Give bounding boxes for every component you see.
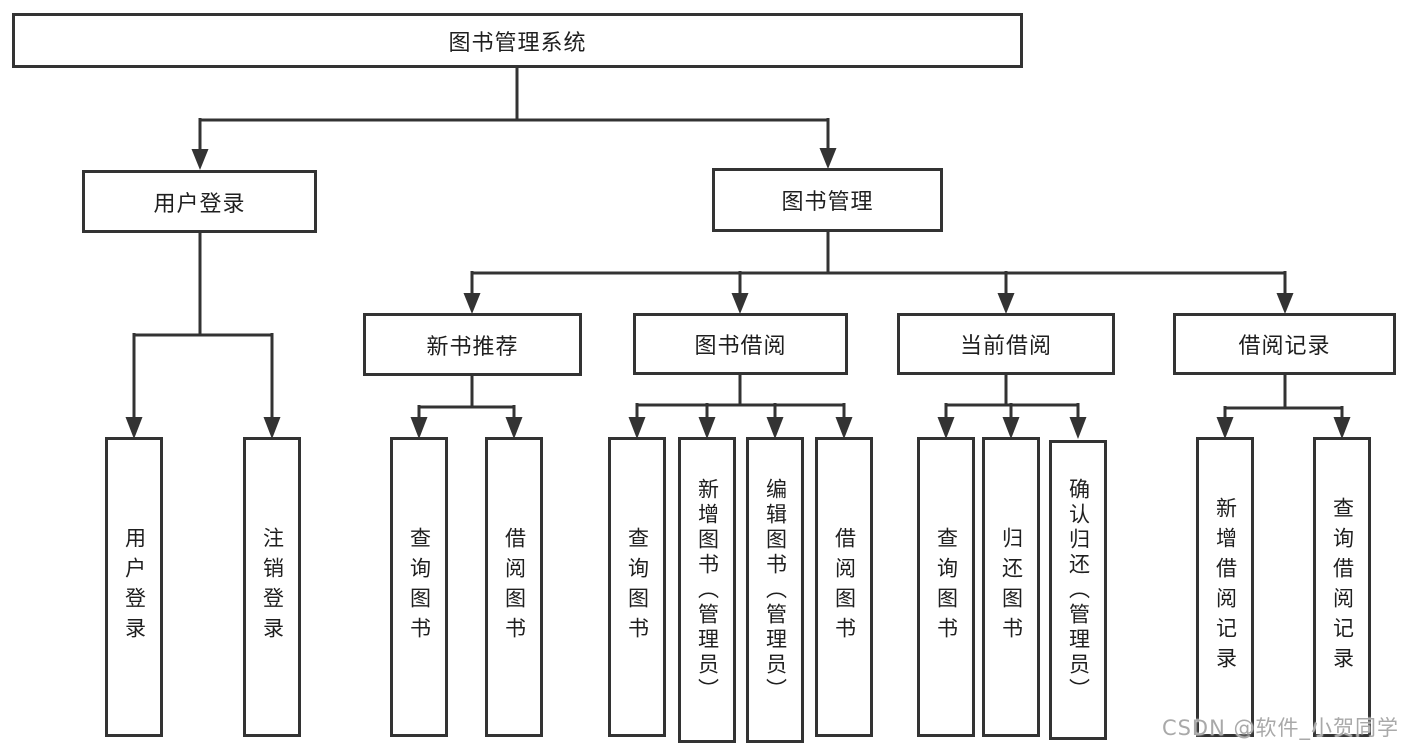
leaf-borrow-book-1: 借阅图书	[485, 437, 543, 737]
leaf-add-book-admin: 新增图书（管理员）	[678, 437, 736, 743]
node-user-login-label: 用户登录	[153, 191, 246, 217]
node-book-borrow-label: 图书借阅	[694, 334, 787, 359]
node-borrow-record: 借阅记录	[1173, 313, 1396, 375]
leaf-borrow-book-2: 借阅图书	[815, 437, 873, 737]
node-root: 图书管理系统	[12, 13, 1023, 68]
node-borrow-record-label: 借阅记录	[1238, 334, 1331, 359]
leaf-logout-label: 注销登录	[260, 527, 285, 647]
leaf-logout: 注销登录	[243, 437, 301, 737]
leaf-query-borrow-record: 查询借阅记录	[1313, 437, 1371, 737]
leaf-user-login: 用户登录	[105, 437, 163, 737]
leaf-user-login-label: 用户登录	[122, 527, 147, 647]
leaf-query-book-3: 查询图书	[917, 437, 975, 737]
node-root-label: 图书管理系统	[448, 30, 587, 56]
csdn-watermark: CSDN @软件_小贺同学	[1161, 716, 1399, 740]
leaf-query-book-1: 查询图书	[390, 437, 448, 737]
node-book-borrow: 图书借阅	[633, 313, 848, 375]
leaf-query-book-3-label: 查询图书	[934, 527, 959, 647]
node-new-book-recommend: 新书推荐	[363, 313, 582, 376]
leaf-query-book-1-label: 查询图书	[407, 527, 432, 647]
leaf-edit-book-admin-label: 编辑图书（管理员）	[763, 477, 788, 703]
node-current-borrow-label: 当前借阅	[959, 334, 1052, 359]
node-book-mgmt-label: 图书管理	[781, 190, 874, 215]
node-user-login: 用户登录	[82, 170, 317, 233]
leaf-edit-book-admin: 编辑图书（管理员）	[746, 437, 804, 743]
leaf-query-book-2: 查询图书	[608, 437, 666, 737]
leaf-confirm-return-admin: 确认归还（管理员）	[1049, 440, 1107, 740]
leaf-query-book-2-label: 查询图书	[625, 527, 650, 647]
leaf-query-borrow-record-label: 查询借阅记录	[1330, 497, 1355, 677]
node-current-borrow: 当前借阅	[897, 313, 1115, 375]
leaf-return-book: 归还图书	[982, 437, 1040, 737]
node-book-mgmt: 图书管理	[712, 168, 943, 232]
leaf-borrow-book-2-label: 借阅图书	[832, 527, 857, 647]
leaf-add-borrow-record: 新增借阅记录	[1196, 437, 1254, 737]
leaf-confirm-return-admin-label: 确认归还（管理员）	[1066, 477, 1091, 703]
leaf-borrow-book-1-label: 借阅图书	[502, 527, 527, 647]
leaf-add-borrow-record-label: 新增借阅记录	[1213, 497, 1238, 677]
leaf-add-book-admin-label: 新增图书（管理员）	[695, 477, 720, 703]
node-new-book-recommend-label: 新书推荐	[426, 334, 519, 360]
leaf-return-book-label: 归还图书	[999, 527, 1024, 647]
